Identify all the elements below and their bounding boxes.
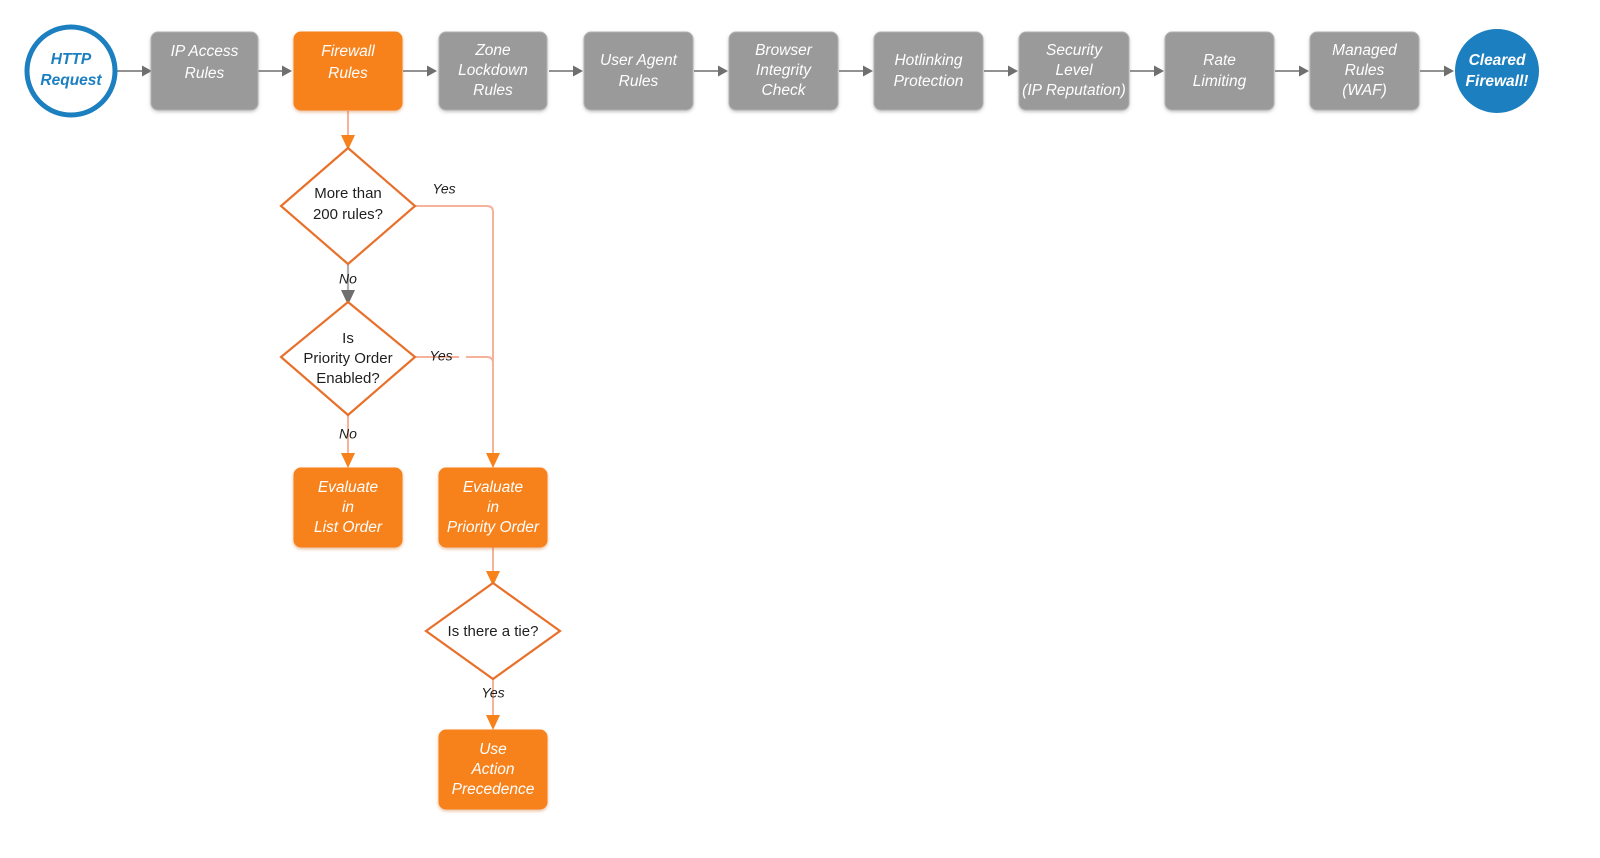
decision-is-there-a-tie-line-0: Is there a tie? xyxy=(448,623,539,640)
node-rate-limiting[interactable]: Rate Limiting xyxy=(1164,31,1275,111)
edge-labels: Yes No Yes No Yes xyxy=(339,181,505,701)
node-managed-rules-waf-line-1: Rules xyxy=(1345,62,1385,79)
branch-connectors: Is Priority Order Enabled? (gray) --> ri… xyxy=(341,111,500,730)
node-cleared-firewall-line-0: Cleared xyxy=(1469,52,1526,69)
decision-more-than-200-rules[interactable]: More than 200 rules? xyxy=(279,146,417,266)
edge-label-yes-priority: Yes xyxy=(429,348,452,364)
connector-priorityorder-to-tie xyxy=(486,547,500,586)
node-evaluate-list-order-line-1: in xyxy=(342,499,354,516)
decision-more-than-200-rules-line-0: More than xyxy=(314,185,382,202)
node-evaluate-priority-order-line-0: Evaluate xyxy=(463,479,524,496)
decision-priority-order-enabled-line-1: Priority Order xyxy=(303,350,392,367)
node-use-action-precedence-line-2: Precedence xyxy=(452,781,535,798)
node-evaluate-list-order[interactable]: Evaluate in List Order xyxy=(293,467,403,548)
node-user-agent-rules-line-1: Rules xyxy=(619,73,659,90)
node-firewall-rules[interactable]: Firewall Rules xyxy=(293,31,403,111)
node-http-request[interactable]: HTTP Request xyxy=(24,24,118,118)
connector-firewall-to-decision200 xyxy=(341,111,355,150)
node-user-agent-rules[interactable]: User Agent Rules xyxy=(583,31,694,111)
node-evaluate-priority-order[interactable]: Evaluate in Priority Order xyxy=(438,467,548,548)
node-http-request-line-0: HTTP xyxy=(51,51,92,68)
node-evaluate-list-order-line-0: Evaluate xyxy=(318,479,379,496)
node-evaluate-list-order-line-2: List Order xyxy=(314,519,383,536)
node-use-action-precedence-line-1: Action xyxy=(470,761,514,778)
connector-securitylevel-to-ratelimiting xyxy=(1130,65,1164,77)
node-zone-lockdown-rules-line-1: Lockdown xyxy=(458,62,528,79)
node-rate-limiting-line-0: Rate xyxy=(1203,52,1236,69)
connector-managedrules-to-cleared xyxy=(1420,65,1454,77)
node-browser-integrity-check-line-2: Check xyxy=(762,82,807,99)
node-zone-lockdown-rules-line-2: Rules xyxy=(473,82,513,99)
decision-is-there-a-tie[interactable]: Is there a tie? xyxy=(424,581,562,681)
connector-priority-no xyxy=(341,410,355,468)
connector-ratelimiting-to-managedrules xyxy=(1275,65,1309,77)
connector-zonelockdown-to-useragent xyxy=(549,65,583,77)
node-managed-rules-waf-line-0: Managed xyxy=(1332,42,1398,59)
node-cleared-firewall[interactable]: Cleared Firewall! xyxy=(1455,29,1539,113)
decision-priority-order-enabled[interactable]: Is Priority Order Enabled? xyxy=(279,300,417,417)
node-cleared-firewall-line-1: Firewall! xyxy=(1466,73,1529,90)
node-use-action-precedence-line-0: Use xyxy=(479,741,507,758)
edge-label-no-priority: No xyxy=(339,426,357,442)
node-managed-rules-waf[interactable]: Managed Rules (WAF) xyxy=(1309,31,1420,111)
connector-decision200-yes xyxy=(415,205,500,468)
connector-priority-yes xyxy=(415,356,494,375)
node-hotlinking-protection-line-0: Hotlinking xyxy=(894,52,962,69)
node-browser-integrity-check-line-0: Browser xyxy=(755,42,813,59)
node-hotlinking-protection[interactable]: Hotlinking Protection xyxy=(873,31,984,111)
node-firewall-rules-line-0: Firewall xyxy=(321,43,375,60)
node-browser-integrity-check-line-1: Integrity xyxy=(756,62,812,79)
node-use-action-precedence[interactable]: Use Action Precedence xyxy=(438,729,548,810)
edge-label-yes-200: Yes xyxy=(432,181,455,197)
connector-hotlinking-to-securitylevel xyxy=(984,65,1018,77)
node-user-agent-rules-line-0: User Agent xyxy=(600,52,678,69)
edge-label-yes-tie: Yes xyxy=(481,685,504,701)
node-zone-lockdown-rules-line-0: Zone xyxy=(474,42,511,59)
pipeline-connectors xyxy=(117,65,1454,77)
node-security-level-line-1: Level xyxy=(1055,62,1093,79)
decision-more-than-200-rules-line-1: 200 rules? xyxy=(313,206,383,223)
connector-http-to-ipaccess xyxy=(117,65,152,77)
node-security-level-line-2: (IP Reputation) xyxy=(1022,82,1126,99)
node-security-level-line-0: Security xyxy=(1046,42,1103,59)
connector-firewall-to-zonelockdown xyxy=(403,65,437,77)
node-zone-lockdown-rules[interactable]: Zone Lockdown Rules xyxy=(438,31,548,111)
node-ip-access-rules[interactable]: IP Access Rules xyxy=(150,31,259,111)
connector-tie-yes xyxy=(486,672,500,730)
node-ip-access-rules-line-0: IP Access xyxy=(171,43,239,60)
node-ip-access-rules-line-1: Rules xyxy=(185,65,225,82)
connector-useragent-to-browser xyxy=(694,65,728,77)
decision-priority-order-enabled-line-0: Is xyxy=(342,330,354,347)
node-browser-integrity-check[interactable]: Browser Integrity Check xyxy=(728,31,839,111)
connector-browser-to-hotlinking xyxy=(839,65,873,77)
edge-label-no-200: No xyxy=(339,271,357,287)
node-firewall-rules-line-1: Rules xyxy=(328,65,368,82)
node-managed-rules-waf-line-2: (WAF) xyxy=(1342,82,1386,99)
decision-priority-order-enabled-line-2: Enabled? xyxy=(316,370,379,387)
node-security-level[interactable]: Security Level (IP Reputation) xyxy=(1018,31,1130,111)
connector-ipaccess-to-firewall xyxy=(258,65,292,77)
node-rate-limiting-line-1: Limiting xyxy=(1193,73,1247,90)
node-hotlinking-protection-line-1: Protection xyxy=(894,73,964,90)
node-evaluate-priority-order-line-2: Priority Order xyxy=(447,519,540,536)
node-http-request-line-1: Request xyxy=(40,72,102,89)
node-evaluate-priority-order-line-1: in xyxy=(487,499,499,516)
